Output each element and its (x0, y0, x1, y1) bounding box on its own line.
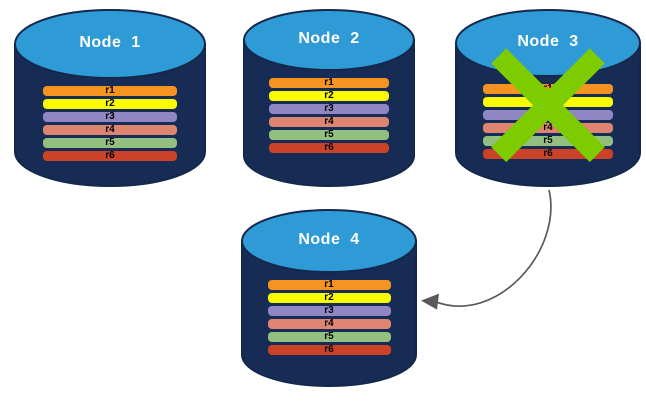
node-3-row-r6: r6 (483, 149, 613, 159)
node-4-row-r4: r4 (267, 319, 391, 329)
node-1-row-r5: r5 (43, 138, 177, 148)
node-4-row-r6: r6 (267, 345, 391, 355)
node-3-row-r5: r5 (483, 136, 613, 146)
node-2-row-r1: r1 (269, 78, 389, 88)
node-4-row-r1: r1 (267, 280, 391, 290)
node-4-row-r2: r2 (267, 293, 391, 303)
node-1-row-r2: r2 (43, 99, 177, 109)
node-2-row-r5: r5 (269, 130, 389, 140)
node-2-row-r3: r3 (269, 104, 389, 114)
node-2-row-r4: r4 (269, 117, 389, 127)
node-3-row-r4: r4 (483, 123, 613, 133)
node-1-row-r6: r6 (43, 151, 177, 161)
node-2-rows: r1 r2 r3 r4 r5 r6 (243, 78, 415, 153)
node-3-rows: r1 r2 r3 r4 r5 r6 (455, 84, 641, 159)
node-2-row-r6: r6 (269, 143, 389, 153)
node-3-row-r3: r3 (483, 110, 613, 120)
node-3-row-r2: r2 (483, 97, 613, 107)
node-2-row-r2: r2 (269, 91, 389, 101)
node-3-row-r1: r1 (483, 84, 613, 94)
node-4-row-r3: r3 (267, 306, 391, 316)
node-1-row-r1: r1 (43, 86, 177, 96)
node-4-rows: r1 r2 r3 r4 r5 r6 (241, 280, 417, 355)
node-1-row-r4: r4 (43, 125, 177, 135)
node-1-rows: r1 r2 r3 r4 r5 r6 (14, 86, 206, 161)
node-4-row-r5: r5 (267, 332, 391, 342)
node-1-row-r3: r3 (43, 112, 177, 122)
